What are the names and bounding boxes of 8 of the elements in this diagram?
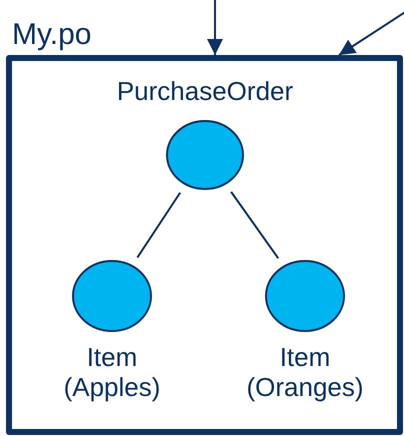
- arrow: [207, 0, 223, 55]
- node-label: Item (Apples): [64, 343, 160, 403]
- node-label: Item (Oranges): [246, 343, 364, 403]
- node-label: PurchaseOrder: [116, 77, 294, 107]
- connector-line: [136, 192, 182, 258]
- connector-line: [230, 191, 280, 259]
- container-box: [6, 20, 403, 435]
- container-title: My.po: [12, 20, 92, 50]
